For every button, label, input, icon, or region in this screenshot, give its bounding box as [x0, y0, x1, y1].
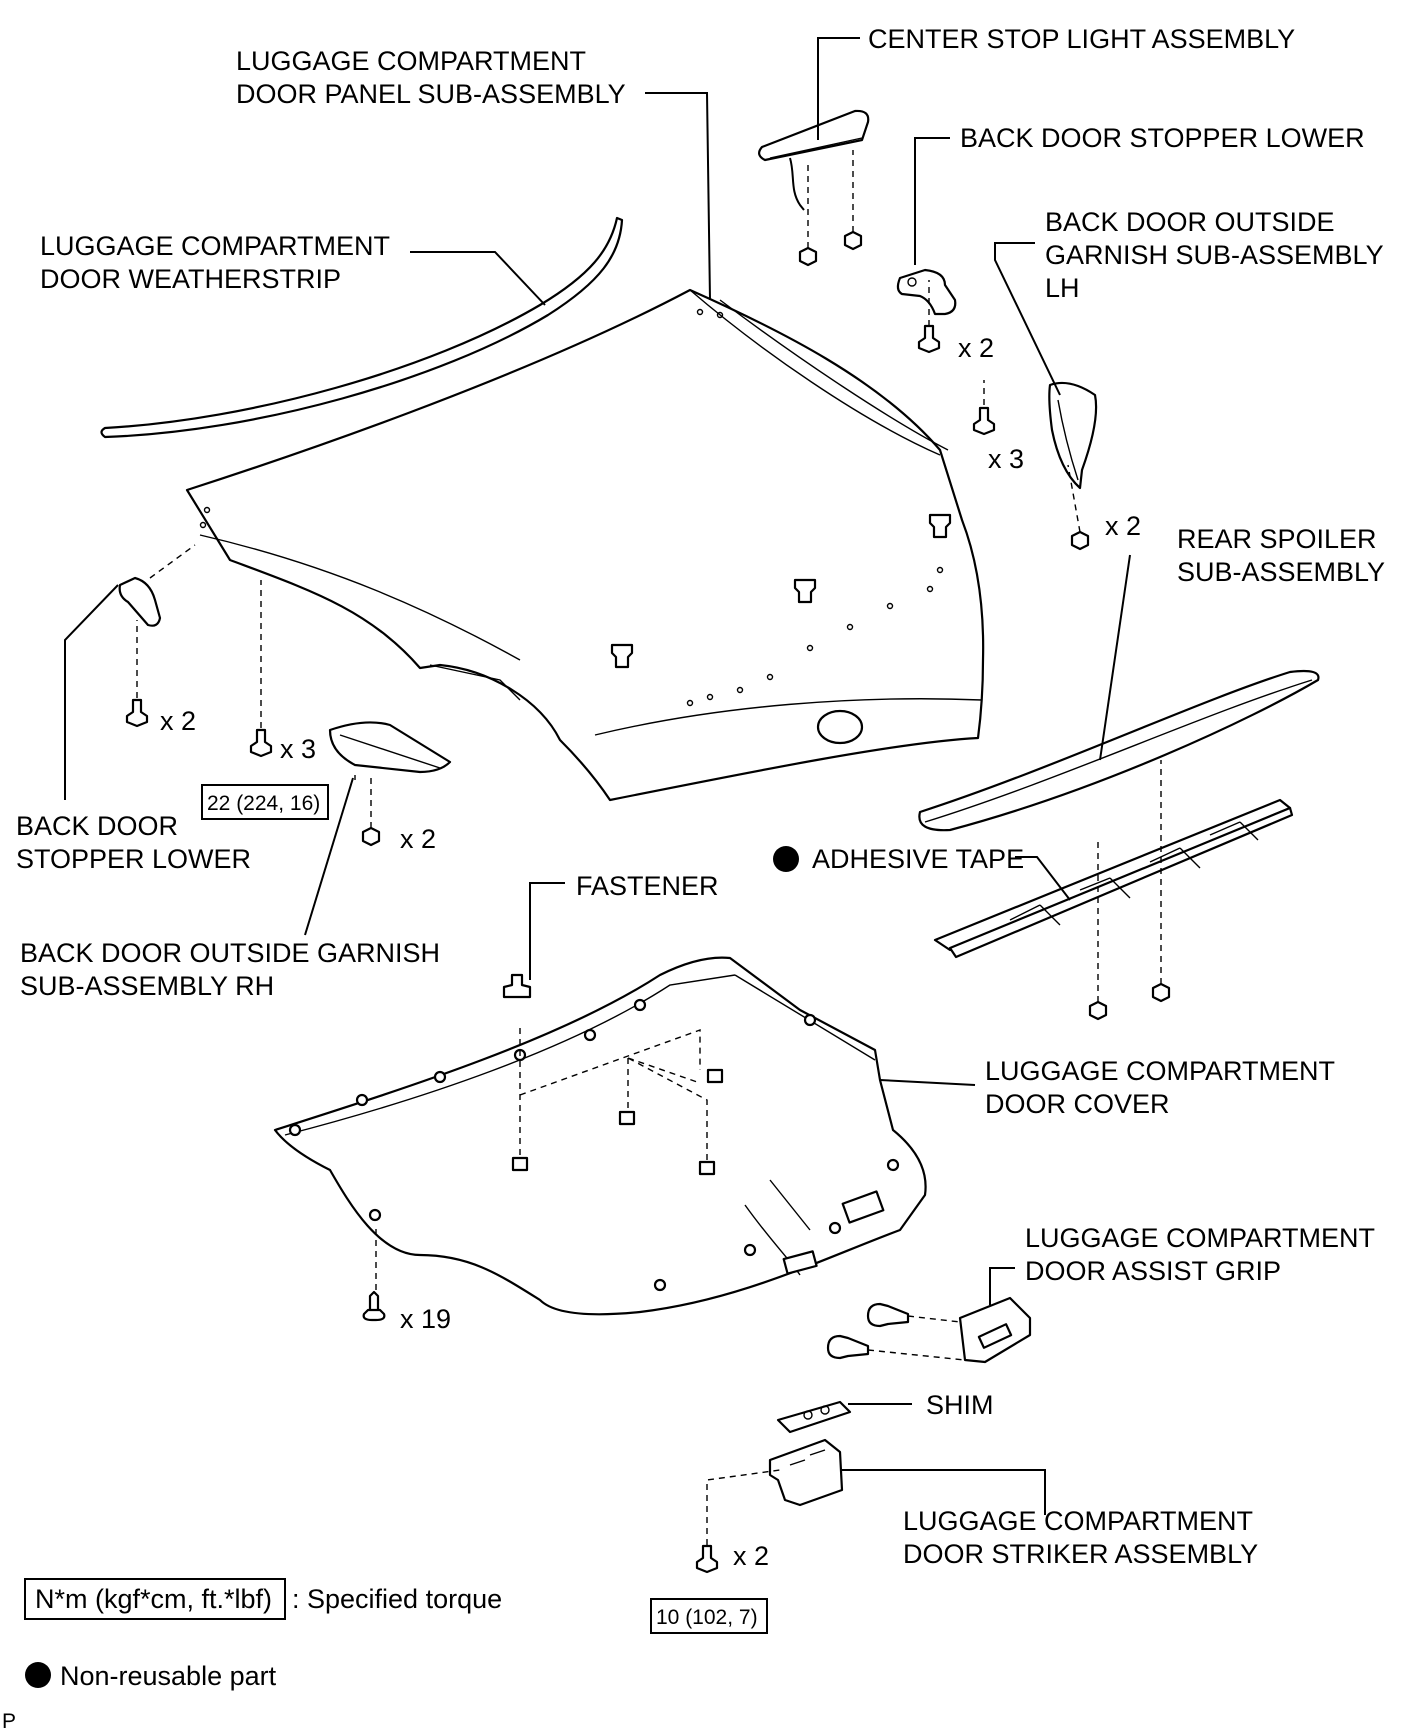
label-garnish-rh-2: SUB-ASSEMBLY RH — [20, 971, 274, 1001]
label-door-cover-2: DOOR COVER — [985, 1089, 1170, 1119]
qty-striker-bolts: x 2 — [733, 1541, 769, 1571]
legend-torque-box: N*m (kgf*cm, ft.*lbf) — [35, 1584, 272, 1614]
legend-nonreusable-text: Non-reusable part — [60, 1661, 277, 1691]
label-weatherstrip-2: DOOR WEATHERSTRIP — [40, 264, 341, 294]
torque-striker-bolt-value: 10 (102, 7) — [656, 1606, 758, 1629]
leader-lines — [64, 37, 1131, 1515]
label-door-panel-2: DOOR PANEL SUB-ASSEMBLY — [236, 79, 626, 109]
label-striker-1: LUGGAGE COMPARTMENT — [903, 1506, 1253, 1536]
panel-left-bolt — [249, 580, 273, 758]
center-stop-light-illustration — [758, 109, 870, 267]
nonreusable-dot-adhesive — [773, 846, 799, 872]
label-striker-2: DOOR STRIKER ASSEMBLY — [903, 1539, 1258, 1569]
torque-panel-bolt-value: 22 (224, 16) — [207, 792, 320, 815]
label-stopper-lower-left-1: BACK DOOR — [16, 811, 178, 841]
door-panel-illustration — [185, 288, 985, 802]
legend: N*m (kgf*cm, ft.*lbf) : Specified torque… — [2, 1578, 502, 1733]
stopper-lower-left-illustration — [118, 544, 196, 728]
panel-clips — [610, 513, 952, 669]
rear-spoiler-illustration — [918, 669, 1320, 832]
label-shim: SHIM — [926, 1390, 994, 1420]
cover-clip-screw — [362, 1225, 386, 1322]
cover-clips — [288, 998, 900, 1292]
qty-cover-clips: x 19 — [400, 1304, 451, 1334]
panel-holes — [199, 308, 944, 707]
label-stopper-lower-top: BACK DOOR STOPPER LOWER — [960, 123, 1365, 153]
qty-panel-bolts: x 3 — [988, 444, 1024, 474]
label-rear-spoiler-2: SUB-ASSEMBLY — [1177, 557, 1385, 587]
weatherstrip-illustration — [100, 216, 624, 439]
label-door-cover-1: LUGGAGE COMPARTMENT — [985, 1056, 1335, 1086]
panel-right-bolt — [972, 380, 996, 436]
label-adhesive-tape: ADHESIVE TAPE — [812, 844, 1024, 874]
torque-striker-bolt: 10 (102, 7) — [650, 1598, 768, 1634]
garnish-rh-illustration — [328, 721, 452, 847]
labels: CENTER STOP LIGHT ASSEMBLY LUGGAGE COMPA… — [16, 24, 1385, 1569]
label-garnish-lh-3: LH — [1045, 273, 1080, 303]
door-cover-illustration — [273, 956, 927, 1316]
assist-grip-illustration — [826, 1296, 1032, 1364]
label-door-panel-1: LUGGAGE COMPARTMENT — [236, 46, 586, 76]
legend-torque-text: : Specified torque — [292, 1584, 502, 1614]
label-assist-grip-1: LUGGAGE COMPARTMENT — [1025, 1223, 1375, 1253]
legend-nonreusable-dot — [25, 1662, 51, 1688]
label-garnish-rh-1: BACK DOOR OUTSIDE GARNISH — [20, 938, 440, 968]
label-weatherstrip-1: LUGGAGE COMPARTMENT — [40, 231, 390, 261]
label-rear-spoiler-1: REAR SPOILER — [1177, 524, 1377, 554]
label-garnish-lh-1: BACK DOOR OUTSIDE — [1045, 207, 1335, 237]
torque-panel-bolt: 22 (224, 16) — [201, 784, 329, 820]
label-assist-grip-2: DOOR ASSIST GRIP — [1025, 1256, 1281, 1286]
qty-left-stopper-bolts: x 2 — [160, 706, 196, 736]
label-center-stop-light: CENTER STOP LIGHT ASSEMBLY — [868, 24, 1295, 54]
qty-garnish-lh-nuts: x 2 — [1105, 511, 1141, 541]
qty-stopper-bolts: x 2 — [958, 333, 994, 363]
adhesive-tape-illustration — [933, 760, 1294, 1021]
label-garnish-lh-2: GARNISH SUB-ASSEMBLY — [1045, 240, 1384, 270]
quantities: x 2 x 3 x 2 x 2 x 3 x 2 x 19 x 2 — [160, 333, 1141, 1571]
label-fastener: FASTENER — [576, 871, 719, 901]
qty-garnish-rh-nuts: x 2 — [400, 824, 436, 854]
stopper-lower-top-illustration — [896, 268, 957, 354]
qty-panel-left-bolts: x 3 — [280, 734, 316, 764]
footer-code: P — [2, 1710, 16, 1733]
garnish-lh-illustration — [1048, 381, 1098, 551]
label-stopper-lower-left-2: STOPPER LOWER — [16, 844, 251, 874]
shim-illustration — [776, 1400, 852, 1434]
fastener-illustration — [502, 973, 532, 999]
striker-illustration — [695, 1438, 844, 1574]
